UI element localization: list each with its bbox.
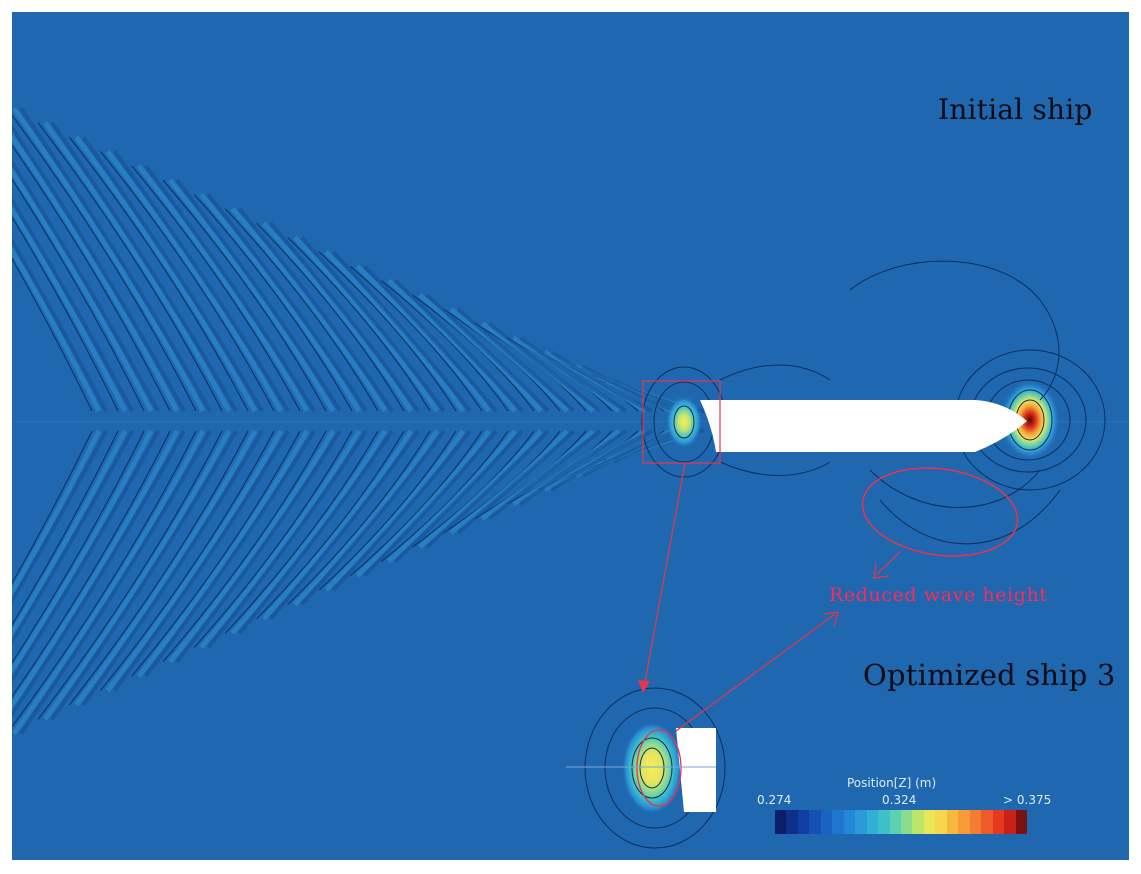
colorbar-bin: [958, 810, 970, 834]
upper-wake-waves: [12, 106, 705, 414]
colorbar-bin: [1004, 810, 1016, 834]
reduced-wave-height-label: Reduced wave height: [829, 584, 1048, 606]
field-divider: [12, 421, 1129, 422]
lower-wake-waves: [12, 428, 705, 736]
colorbar-bin: [935, 810, 947, 834]
colorbar-bin: [923, 810, 936, 834]
colorbar: [775, 810, 1027, 834]
colorbar-max-label: > 0.375: [1003, 793, 1052, 807]
colorbar-bin: [878, 810, 890, 834]
stern-inset: [566, 687, 726, 860]
colorbar-bin: [912, 810, 924, 834]
colorbar-bin: [946, 810, 959, 834]
colorbar-mid-label: 0.324: [882, 793, 917, 807]
colorbar-bin: [992, 810, 1005, 834]
colorbar-bin: [797, 810, 810, 834]
colorbar-title: Position[Z] (m): [847, 776, 937, 790]
colorbar-bin: [786, 810, 798, 834]
ship-hull: [700, 400, 1027, 452]
colorbar-bin: [889, 810, 901, 834]
colorbar-bin: [855, 810, 867, 834]
colorbar-bin: [775, 810, 787, 834]
colorbar-bin: [843, 810, 856, 834]
colorbar-bin: [969, 810, 982, 834]
initial-ship-label: Initial ship: [938, 93, 1093, 126]
colorbar-bin: [820, 810, 833, 834]
callout-arrows: [638, 462, 901, 732]
colorbar-bin: [900, 810, 913, 834]
colorbar-bin: [809, 810, 821, 834]
reduced-wave-ellipse: [861, 467, 1019, 557]
colorbar-bin: [832, 810, 844, 834]
inset-highlight-ellipse: [636, 729, 682, 807]
stern-highlight-box: [642, 380, 721, 464]
colorbar-bin: [981, 810, 993, 834]
colorbar-bin: [1015, 810, 1027, 834]
colorbar-bin: [866, 810, 879, 834]
optimized-ship-label: Optimized ship 3: [863, 658, 1116, 692]
colorbar-min-label: 0.274: [757, 793, 792, 807]
